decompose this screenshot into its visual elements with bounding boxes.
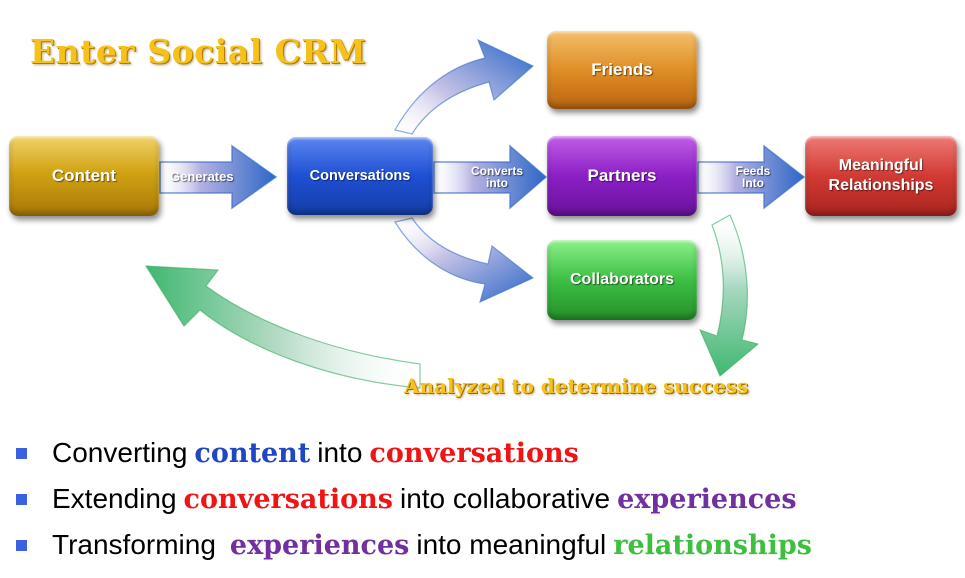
arrow-analyzed-down (698, 214, 760, 377)
arrow-to-collaborators (394, 217, 535, 304)
arrow-converts-into (433, 144, 548, 210)
meaningful-line1: Meaningful (838, 157, 924, 174)
collaborators-box-label: Collaborators (569, 271, 674, 288)
friends-box: Friends (547, 31, 697, 109)
bullet-square-icon (16, 539, 27, 551)
bullet-item: Extending conversations into collaborati… (14, 476, 959, 522)
bullet-list: Converting content into conversations Ex… (14, 430, 959, 568)
bullet-text-pre: Converting (52, 437, 188, 468)
bullet-item: Transforming experiences into meaningful… (14, 522, 959, 568)
feeds-into-label: Feeds Into (729, 165, 777, 189)
diagram-title: Enter Social CRM (30, 32, 367, 71)
bullet-highlight-2: experiences (617, 483, 797, 515)
collaborators-box: Collaborators (547, 240, 697, 320)
partners-box-label: Partners (587, 166, 657, 185)
meaningful-relationships-box: Meaningful Relationships (805, 136, 957, 216)
arrow-feeds-into (697, 144, 806, 210)
bullet-text-mid: into (317, 437, 363, 468)
bullet-highlight-1: conversations (183, 483, 393, 515)
content-box-label: Content (51, 166, 117, 185)
bullet-text-pre: Transforming (52, 529, 216, 560)
generates-label: Generates (170, 169, 234, 184)
converts-line1: Converts (470, 164, 523, 178)
bullet-highlight-2: conversations (369, 437, 579, 469)
analyzed-label: Analyzed to determine success (404, 374, 749, 398)
friends-box-label: Friends (591, 60, 653, 79)
content-box: Content (9, 136, 159, 216)
bullet-highlight-1: experiences (229, 529, 410, 561)
converts-into-label: Converts into (457, 165, 537, 189)
bullet-highlight-2: relationships (613, 529, 812, 561)
bullet-text-pre: Extending (52, 483, 177, 514)
arrow-generates (159, 144, 278, 210)
partners-box: Partners (547, 136, 697, 216)
feeds-line1: Feeds (735, 164, 771, 178)
converts-line2: into (486, 176, 508, 190)
feeds-line2: Into (742, 176, 764, 190)
bullet-text-mid: into meaningful (416, 529, 607, 560)
meaningful-line2: Relationships (828, 177, 934, 194)
bullet-highlight-1: content (194, 437, 311, 469)
arrow-analyzed-back (144, 265, 421, 389)
bullet-item: Converting content into conversations (14, 430, 959, 476)
conversations-box-label: Conversations (309, 168, 411, 184)
arrow-to-friends (394, 38, 535, 135)
conversations-box: Conversations (287, 137, 433, 215)
bullet-square-icon (16, 447, 27, 459)
bullet-text-mid: into collaborative (399, 483, 611, 514)
bullet-square-icon (16, 493, 27, 505)
